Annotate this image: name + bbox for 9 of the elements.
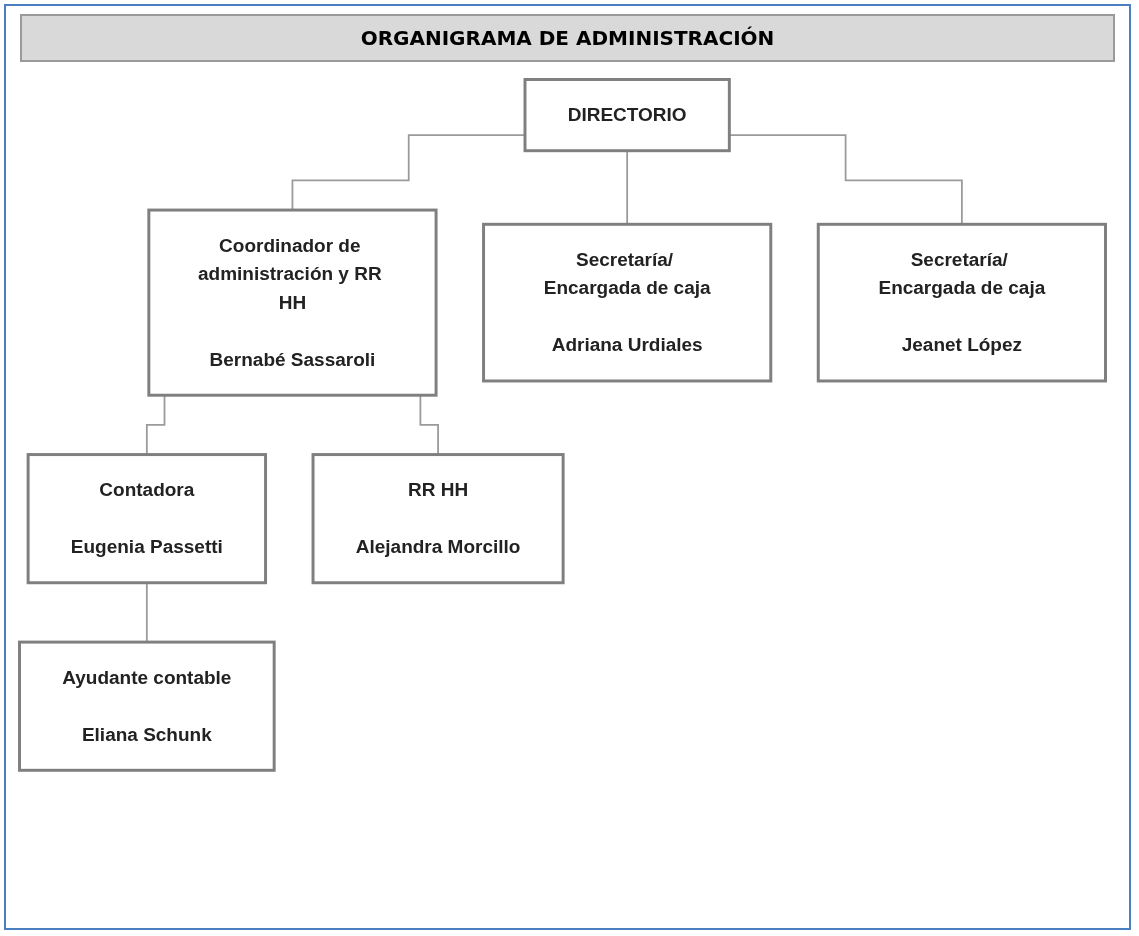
- title-banner: ORGANIGRAMA DE ADMINISTRACIÓN: [20, 14, 1115, 62]
- node-box: RR HH Alejandra Morcillo: [311, 453, 565, 585]
- node-box: Secretaría/ Encargada de caja Jeanet López: [816, 222, 1107, 383]
- node-box: Coordinador de administración y RR HH Bernabé Sassaroli: [147, 208, 438, 397]
- node-box: Secretaría/ Encargada de caja Adriana Urdiales: [482, 222, 773, 383]
- node-box: DIRECTORIO: [523, 78, 731, 153]
- node-box: Ayudante contable Eliana Schunk: [18, 640, 276, 772]
- connector: [291, 134, 526, 211]
- node-box: Contadora Eugenia Passetti: [26, 453, 268, 585]
